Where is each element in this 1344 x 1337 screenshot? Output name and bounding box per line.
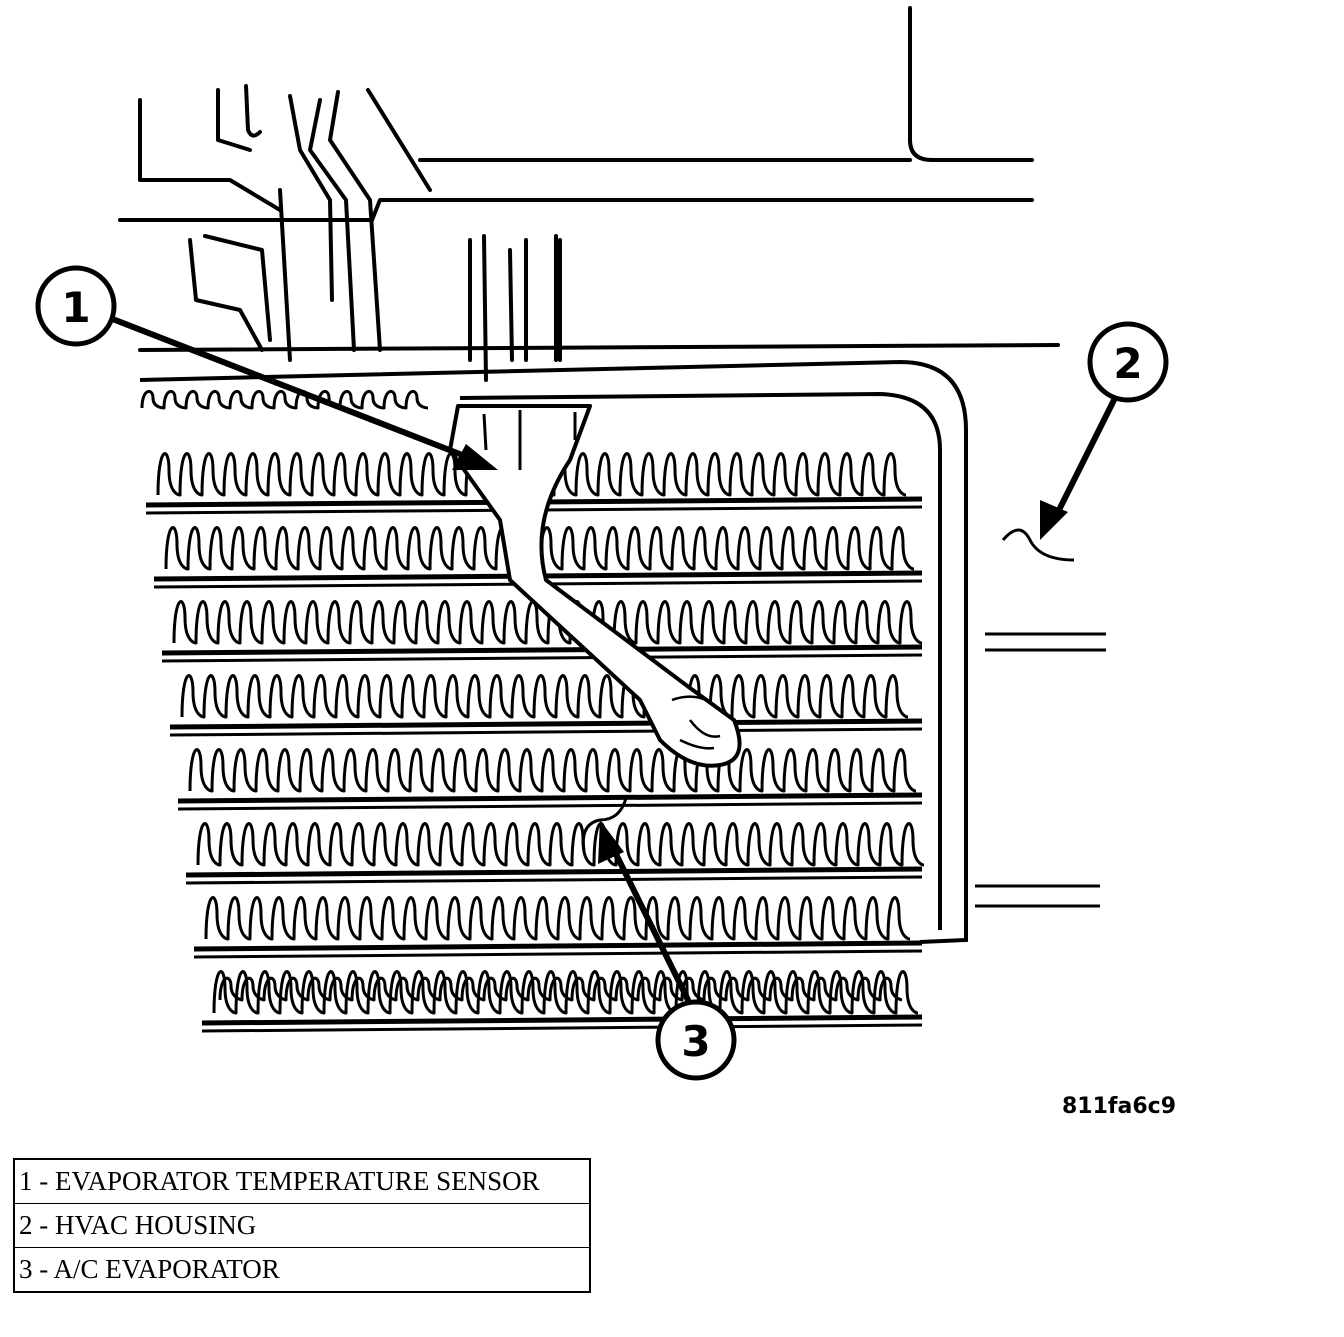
evaporator-squiggle — [581, 797, 628, 851]
tube-line — [193, 949, 923, 959]
arrow-heads — [452, 444, 1068, 864]
tube-line — [201, 1014, 923, 1026]
fin-row — [204, 896, 911, 941]
fin-row — [218, 976, 903, 1002]
figure-id: 811fa6c9 — [1062, 1094, 1176, 1119]
legend-row: 1 - EVAPORATOR TEMPERATURE SENSOR — [13, 1158, 591, 1204]
tube-line — [161, 653, 923, 663]
tube-line — [177, 801, 923, 811]
legend-item-1: 1 - EVAPORATOR TEMPERATURE SENSOR — [13, 1158, 591, 1204]
legend-row: 2 - HVAC HOUSING — [13, 1203, 591, 1248]
fin-row — [196, 822, 925, 867]
fin-row — [188, 748, 917, 793]
callout-3: 3 — [655, 999, 737, 1081]
callout-1-number: 1 — [61, 283, 90, 332]
upper-housing-lines — [118, 6, 1060, 382]
housing-side-lines — [975, 632, 1106, 908]
callout-2-number: 2 — [1113, 339, 1142, 388]
housing-wire-squiggle — [1001, 528, 1075, 562]
tube-line — [169, 718, 923, 730]
legend-item-3: 3 - A/C EVAPORATOR — [13, 1247, 591, 1293]
callout-1: 1 — [35, 265, 117, 347]
fin-row — [212, 970, 919, 1015]
legend-item-2: 2 - HVAC HOUSING — [13, 1203, 591, 1248]
evaporator-frame — [139, 359, 968, 944]
fin-row — [172, 600, 923, 645]
legend-table: 1 - EVAPORATOR TEMPERATURE SENSOR 2 - HV… — [13, 1158, 591, 1293]
evaporator-fins — [140, 389, 925, 1033]
callout-2: 2 — [1087, 321, 1169, 403]
callout-3-number: 3 — [681, 1017, 710, 1066]
tube-line — [169, 727, 923, 737]
fin-row — [180, 674, 909, 719]
tube-line — [185, 875, 923, 885]
legend-row: 3 - A/C EVAPORATOR — [13, 1247, 591, 1293]
tube-line — [193, 940, 923, 952]
tube-line — [177, 792, 923, 804]
tube-line — [185, 866, 923, 878]
fin-row — [140, 389, 429, 410]
tube-line — [201, 1023, 923, 1033]
callout-leaders — [107, 315, 1119, 1003]
tube-line — [161, 644, 923, 656]
temperature-sensor-probe — [448, 404, 742, 768]
